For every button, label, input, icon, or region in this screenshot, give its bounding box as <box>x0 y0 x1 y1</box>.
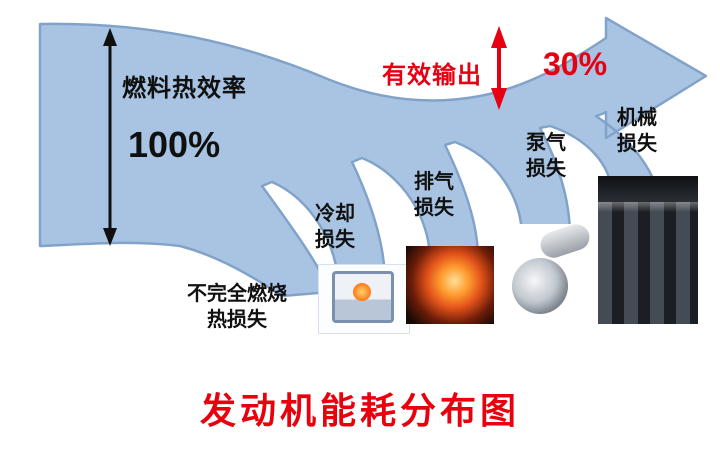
engine-shine <box>598 202 698 212</box>
loss-line2: 损失 <box>617 133 657 155</box>
effective-output-value: 30% <box>543 46 608 82</box>
piston-spark <box>353 283 371 301</box>
piston-image <box>318 264 410 334</box>
output-measure-arrow <box>491 26 507 110</box>
combustion-image <box>406 246 494 324</box>
loss-line1: 机械 <box>617 107 657 129</box>
fuel-measure-arrow <box>103 28 117 246</box>
effective-output-label: 有效输出 <box>382 62 482 89</box>
loss-line2: 热损失 <box>207 309 267 331</box>
loss-label-exhaust: 排气 损失 <box>402 169 466 221</box>
turbo-pipe <box>537 220 593 262</box>
loss-label-mechanical: 机械 损失 <box>605 105 669 157</box>
fuel-efficiency-value: 100% <box>128 124 221 165</box>
loss-line1: 不完全燃烧 <box>187 283 287 305</box>
loss-line1: 排气 <box>414 171 454 193</box>
loss-line2: 损失 <box>315 229 355 251</box>
loss-label-pumping: 泵气 损失 <box>514 130 578 182</box>
loss-line1: 冷却 <box>315 203 355 225</box>
turbocharger-image <box>502 220 596 324</box>
loss-label-cooling: 冷却 损失 <box>303 201 367 253</box>
engine-head <box>598 176 698 202</box>
loss-line2: 损失 <box>526 158 566 180</box>
loss-label-incomplete-combustion: 不完全燃烧 热损失 <box>176 281 298 333</box>
loss-line1: 泵气 <box>526 132 566 154</box>
loss-line2: 损失 <box>414 197 454 219</box>
turbo-disc <box>512 258 568 314</box>
engine-block-image <box>598 176 698 324</box>
fuel-efficiency-label: 燃料热效率 <box>122 75 247 102</box>
diagram-title: 发动机能耗分布图 <box>199 390 520 431</box>
